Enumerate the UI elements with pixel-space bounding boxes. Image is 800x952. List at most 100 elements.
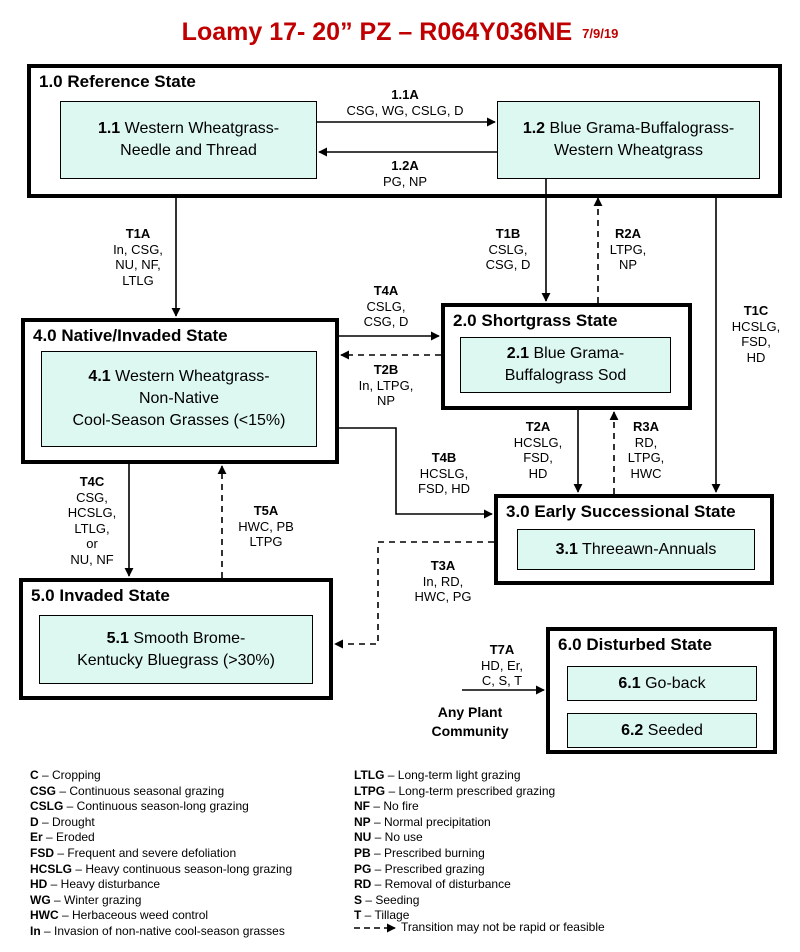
legend-abbreviation: CSLG: [30, 799, 64, 814]
label-t1c-line3: HD: [746, 349, 766, 365]
community-2-1-number: 2.1: [506, 345, 530, 362]
community-2-1-name: Blue Grama-: [533, 345, 625, 362]
label-1-1a-text: CSG, WG, CSLG, D: [346, 102, 464, 118]
legend-description: – No use: [371, 830, 423, 845]
legend-abbreviation: HD: [30, 877, 48, 892]
legend-description: – Herbaceous weed control: [58, 908, 209, 923]
arrow-t3a: [334, 541, 494, 649]
label-t2a-line3: HD: [528, 465, 548, 481]
legend-right-item: LTPG – Long-term prescribed grazing: [354, 784, 555, 800]
legend-abbreviation: FSD: [30, 845, 54, 860]
legend-description: – Invasion of non-native cool-season gra…: [40, 923, 285, 938]
legend-left-item: HD – Heavy disturbance: [30, 877, 292, 893]
label-1-2a-text: PG, NP: [382, 173, 428, 189]
label-t1c-code: T1C: [743, 303, 769, 318]
legend-left-item: Er – Eroded: [30, 830, 292, 846]
legend-abbreviation: NF: [354, 799, 370, 814]
legend-abbreviation: NU: [354, 830, 372, 845]
community-5-1-number: 5.1: [106, 629, 129, 647]
label-1-2a-code: 1.2A: [391, 158, 419, 173]
state-4-title: 4.0 Native/Invaded State: [33, 326, 228, 345]
legend-abbreviation: D: [30, 814, 39, 829]
community-1-2: 1.2 Blue Grama-Buffalograss-Western Whea…: [497, 101, 760, 179]
community-5-1-name: Smooth Brome-: [133, 629, 246, 647]
label-t4b-line1: HCSLG,: [419, 465, 469, 481]
label-t7a-line2: C, S, T: [481, 673, 523, 688]
label-r2a-line1: LTPG,: [609, 241, 647, 257]
legend-abbreviation: WG: [30, 892, 51, 907]
legend-left-item: CSLG – Continuous season-long grazing: [30, 799, 292, 815]
label-t4c-line5: NU, NF: [70, 551, 114, 567]
legend-description: – Heavy disturbance: [47, 877, 161, 892]
label-t2a-code: T2A: [525, 419, 551, 434]
legend-abbreviation: CSG: [30, 783, 57, 798]
community-6-1-number: 6.1: [618, 674, 641, 692]
label-t5a-line2: LTPG: [249, 534, 283, 549]
legend-right-item: NP – Normal precipitation: [354, 815, 555, 831]
community-6-2: 6.2 Seeded: [567, 713, 757, 748]
label-t7a-line1: HD, Er,: [481, 657, 523, 673]
legend-description: – Normal precipitation: [370, 814, 491, 829]
arrow-t4b: [339, 427, 493, 519]
legend-abbreviation: LTLG: [354, 768, 385, 782]
legend-abbreviation: C: [30, 768, 39, 782]
community-5-1: 5.1 Smooth Brome-Kentucky Bluegrass (>30…: [39, 615, 313, 684]
label-r3a-line1: RD,: [634, 434, 658, 450]
legend-abbreviation: PB: [354, 845, 371, 860]
legend-left-item: FSD – Frequent and severe defoliation: [30, 846, 292, 862]
label-r3a-line2: LTPG,: [627, 450, 665, 465]
label-t1b-line1: CSLG,: [488, 241, 528, 257]
label-r3a-line3: HWC: [630, 465, 662, 481]
legend-left-item: D – Drought: [30, 815, 292, 831]
label-t4a-line1: CSLG,: [366, 298, 406, 314]
label-t5a-line1: HWC, PB: [238, 518, 294, 534]
legend-description: – Continuous seasonal grazing: [56, 783, 225, 798]
label-t1c-line1: HCSLG,: [731, 318, 781, 334]
community-4-1-name-2: Non-Native: [138, 390, 219, 407]
legend-abbreviation: In: [30, 923, 41, 938]
state-2-title: 2.0 Shortgrass State: [453, 311, 618, 330]
any-plant-line2: Community: [431, 723, 509, 739]
label-1-1a-code: 1.1A: [391, 87, 419, 102]
legend-description: – Long-term light grazing: [384, 768, 521, 782]
legend-abbreviation: NP: [354, 814, 371, 829]
community-1-2-name-2: Western Wheatgrass: [553, 142, 704, 159]
state-5-title: 5.0 Invaded State: [31, 586, 170, 605]
legend-abbreviation: S: [354, 892, 363, 907]
community-4-1-name-3: Cool-Season Grasses (<15%): [72, 412, 286, 429]
label-t1b-line2: CSG, D: [485, 257, 531, 272]
legend-right-item: NU – No use: [354, 830, 555, 846]
community-1-1-number: 1.1: [97, 120, 121, 137]
community-6-1-name: Go-back: [645, 674, 706, 692]
community-3-1: 3.1 Threeawn-Annuals: [517, 529, 755, 570]
legend-dashed-note: Transition may not be rapid or feasible: [401, 920, 605, 936]
label-t2a-line1: HCSLG,: [513, 434, 563, 450]
label-t2b-line1: In, LTPG,: [358, 377, 414, 393]
label-t4b-line2: FSD, HD: [418, 481, 470, 496]
community-6-2-number: 6.2: [621, 721, 644, 739]
label-r2a-line2: NP: [618, 257, 638, 272]
label-t3a-code: T3A: [430, 558, 456, 573]
legend-abbreviation: RD: [354, 877, 372, 892]
legend-description: – Removal of disturbance: [371, 877, 511, 892]
community-2-1-name-2: Buffalograss Sod: [504, 367, 627, 384]
community-4-1-number: 4.1: [88, 368, 111, 385]
label-t2b-code: T2B: [373, 362, 399, 377]
state-6-title: 6.0 Disturbed State: [558, 635, 712, 654]
label-t4a-line2: CSG, D: [363, 314, 409, 329]
title-date: 7/9/19: [582, 25, 619, 41]
legend-left-item: HWC – Herbaceous weed control: [30, 908, 292, 924]
community-3-1-name: Threeawn-Annuals: [582, 540, 717, 558]
community-2-1: 2.1 Blue Grama- Buffalograss Sod: [460, 337, 671, 393]
